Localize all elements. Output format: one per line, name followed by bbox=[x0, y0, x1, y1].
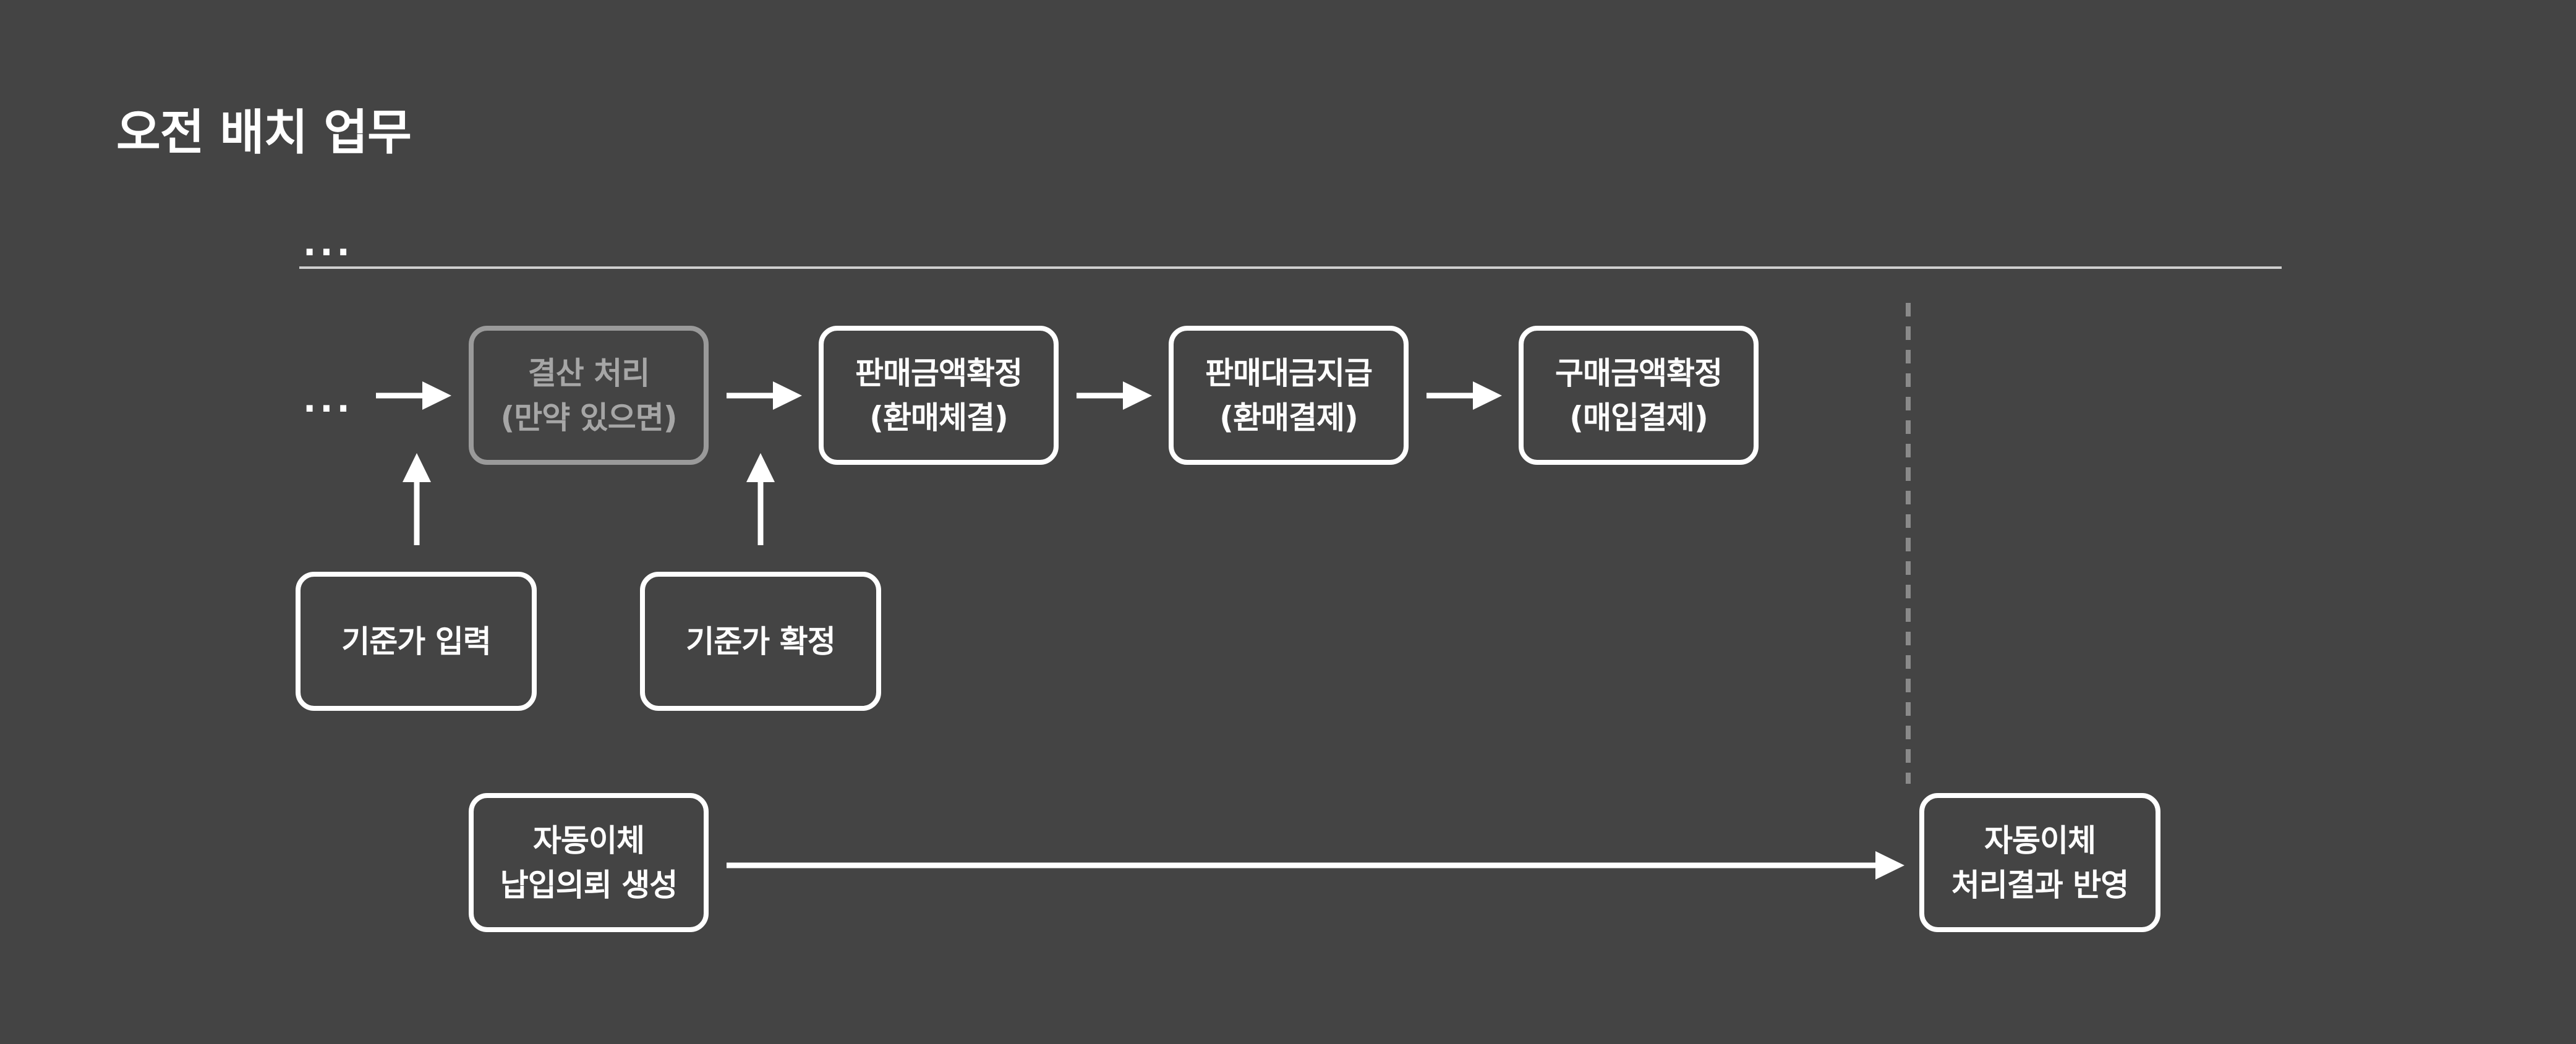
purchase-amount-confirm-line2: (매입결제) bbox=[1569, 399, 1708, 436]
auto-transfer-request-line2: 납입의뢰 생성 bbox=[500, 867, 678, 903]
sales-payment-node: 판매대금지급 (환매결제) bbox=[1169, 326, 1409, 465]
purchase-amount-confirm-line1: 구매금액확정 bbox=[1555, 355, 1723, 391]
auto-transfer-result-line2: 처리결과 반영 bbox=[1951, 867, 2129, 903]
purchase-amount-confirm-node: 구매금액확정 (매입결제) bbox=[1519, 326, 1759, 465]
sales-amount-confirm-line1: 판매금액확정 bbox=[855, 355, 1023, 391]
sales-payment-line1: 판매대금지급 bbox=[1205, 355, 1373, 391]
base-price-input-label: 기준가 입력 bbox=[341, 623, 491, 660]
settlement-line1: 결산 처리 bbox=[527, 355, 650, 391]
arrow-sales-confirm-to-payment bbox=[1077, 381, 1152, 410]
auto-transfer-result-line1: 자동이체 bbox=[1984, 822, 2096, 859]
base-price-confirm-label: 기준가 확정 bbox=[686, 623, 835, 660]
sales-amount-confirm-line2: (환매체결) bbox=[869, 399, 1009, 436]
arrow-start-to-settlement bbox=[376, 381, 451, 410]
auto-transfer-request-line1: 자동이체 bbox=[533, 822, 645, 859]
arrow-base-input-to-flow bbox=[403, 453, 431, 545]
base-price-input-node: 기준가 입력 bbox=[296, 572, 537, 711]
base-price-confirm-node: 기준가 확정 bbox=[640, 572, 881, 711]
sales-amount-confirm-node: 판매금액확정 (환매체결) bbox=[819, 326, 1059, 465]
arrow-auto-transfer-to-result bbox=[727, 851, 1904, 880]
settlement-node: 결산 처리 (만약 있으면) bbox=[469, 326, 709, 465]
top-ellipsis: ... bbox=[303, 224, 354, 264]
auto-transfer-request-node: 자동이체 납입의뢰 생성 bbox=[469, 793, 709, 932]
arrow-payment-to-purchase-confirm bbox=[1427, 381, 1502, 410]
settlement-line2: (만약 있으면) bbox=[500, 399, 677, 436]
arrow-base-confirm-to-flow bbox=[746, 453, 775, 545]
arrow-settlement-to-sales-confirm bbox=[727, 381, 802, 410]
auto-transfer-result-node: 자동이체 처리결과 반영 bbox=[1919, 793, 2160, 932]
page-title: 오전 배치 업무 bbox=[116, 105, 412, 161]
sales-payment-line2: (환매결제) bbox=[1219, 399, 1358, 436]
flow-start-ellipsis: ... bbox=[303, 380, 354, 420]
